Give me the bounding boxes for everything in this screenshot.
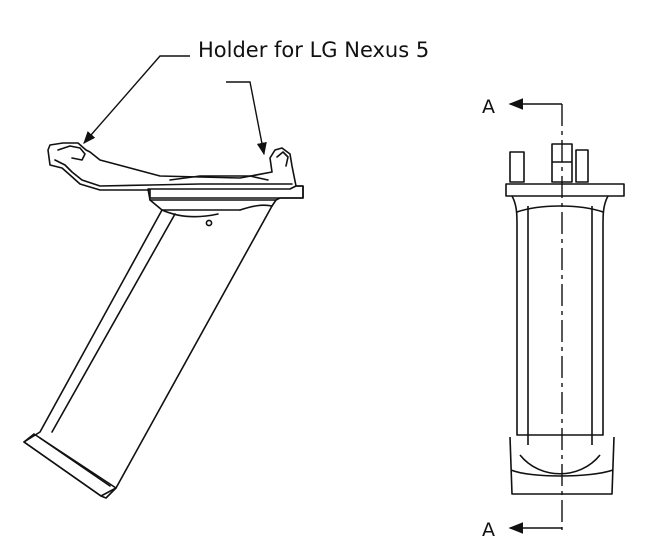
- front-foot-ledge: [510, 469, 614, 477]
- clip-rib: [169, 175, 269, 181]
- clip-profile-outline: [47, 142, 304, 199]
- leader-right: [226, 81, 267, 156]
- front-body: [511, 195, 609, 436]
- section-label-bottom: A: [482, 519, 495, 541]
- clip-hook-right: [276, 151, 289, 167]
- side-view: [23, 142, 304, 499]
- screw-hole: [205, 219, 213, 227]
- section-label-top: A: [482, 96, 495, 118]
- arm-fillet-right: [239, 204, 273, 211]
- front-flange: [505, 183, 625, 197]
- flange-outline: [147, 185, 304, 201]
- section-line: [508, 98, 563, 534]
- tab-left: [509, 151, 525, 183]
- clip-inner-line: [54, 159, 293, 187]
- foot-inner-line: [39, 437, 111, 487]
- front-body-top-curve: [516, 205, 604, 213]
- callout-label: Holder for LG Nexus 5: [198, 38, 430, 62]
- tab-right: [575, 149, 589, 183]
- arm-fillet-left: [161, 209, 219, 218]
- arm-inner-line: [51, 213, 176, 433]
- callout-leaders: [83, 55, 267, 156]
- foot-outline: [23, 433, 117, 499]
- front-view: [505, 143, 625, 495]
- front-foot-inner: [519, 454, 601, 475]
- leader-left: [83, 55, 190, 144]
- clip-hook-left: [57, 145, 86, 161]
